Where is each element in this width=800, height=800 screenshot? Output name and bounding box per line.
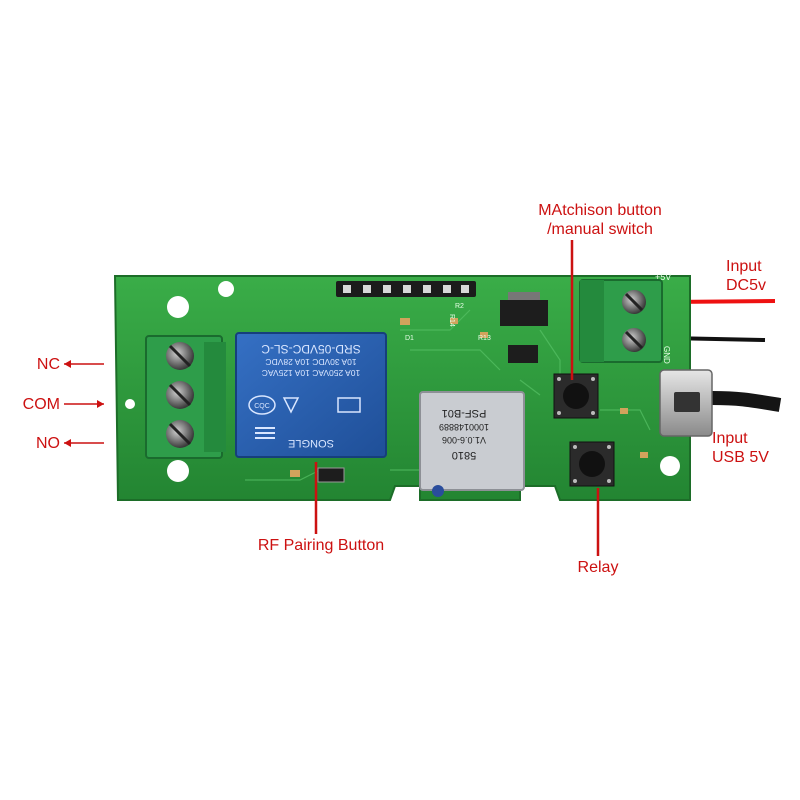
terminal-screw: [622, 328, 646, 352]
module-line1: PSF-B01: [442, 407, 487, 419]
matchison-label-line1: MAtchison button: [538, 202, 662, 219]
relay-label: Relay: [577, 559, 619, 576]
pcb-traces: [245, 309, 651, 481]
cqc-text: CQC: [254, 403, 270, 410]
input-dc-label-line1: Input: [726, 258, 762, 275]
smd-component: [290, 470, 300, 477]
terminal-screw: [166, 381, 194, 409]
ic-chip: [508, 345, 538, 363]
mounting-hole: [660, 456, 680, 476]
relay-model: SRD-05VDC-SL-C: [261, 342, 361, 356]
ul-mark: [337, 397, 361, 413]
nc-arrow: [64, 360, 104, 368]
relay-rating1: 10A 30VDC 10A 28VDC: [265, 357, 356, 367]
input-usb-label: Input USB 5V: [712, 429, 792, 467]
rf-pairing-switch: [317, 467, 345, 483]
terminal-side: [580, 280, 604, 362]
regulator-tab: [508, 292, 540, 300]
silk-plus5v: +5V: [655, 272, 671, 282]
relay-markings: SRD-05VDC-SL-C 10A 30VDC 10A 28VDC 10A 2…: [261, 342, 361, 449]
terminal-screw: [622, 290, 646, 314]
input-dc-label-line2: DC5v: [726, 277, 767, 294]
no-arrow: [64, 439, 104, 447]
smd-component: [450, 318, 458, 324]
nc-label: NC: [36, 356, 60, 373]
ce-triangle-icon: [282, 397, 300, 414]
terminal-screw: [166, 342, 194, 370]
wifi-module: [419, 391, 525, 491]
silk-r14: R14: [448, 314, 455, 327]
smd-component: [640, 452, 648, 458]
no-label: NO: [36, 435, 60, 452]
relay-brand: SONGLE: [288, 437, 334, 449]
terminal-screw: [166, 420, 194, 448]
relay-push-button: [569, 441, 615, 487]
silk-r2: R2: [455, 303, 464, 310]
silk-gnd: GND: [662, 346, 671, 364]
mounting-hole: [167, 296, 189, 318]
module-markings: PSF-B01 1000148889 V1.0.6-006 5810: [439, 407, 489, 461]
usb-cable: [711, 391, 782, 412]
input-usb-label-line1: Input: [712, 430, 748, 447]
header-pins: [343, 285, 469, 293]
rf-pairing-label: RF Pairing Button: [257, 537, 385, 554]
matchison-push-button: [553, 373, 599, 419]
smd-component: [400, 318, 410, 325]
relay-rating2: 10A 250VAC 10A 125VAC: [262, 368, 360, 378]
module-line2: 1000148889: [439, 422, 489, 432]
mounting-hole: [218, 281, 234, 297]
smd-component: [620, 408, 628, 414]
matchison-label-line2: /manual switch: [547, 221, 653, 238]
relay-logo-lines: [255, 427, 275, 439]
smd-component: [480, 332, 488, 338]
matchison-label: MAtchison button /manual switch: [515, 201, 685, 239]
module-antenna: [432, 485, 444, 497]
silk-r13: R13: [478, 335, 491, 342]
cqc-mark: [248, 395, 276, 415]
module-line3: V1.0.6-006: [442, 435, 486, 445]
module-line4: 5810: [452, 449, 476, 461]
silk-d1: D1: [405, 335, 414, 342]
input-dc-label: Input DC5v: [726, 257, 796, 295]
input-usb-label-line2: USB 5V: [712, 449, 769, 466]
mounting-hole: [167, 460, 189, 482]
com-label: COM: [22, 396, 60, 413]
terminal-side: [204, 342, 226, 452]
mounting-hole: [125, 399, 135, 409]
relay: [235, 332, 387, 458]
voltage-regulator: [500, 300, 548, 326]
com-arrow: [64, 400, 104, 408]
usb-port-opening: [674, 392, 700, 412]
